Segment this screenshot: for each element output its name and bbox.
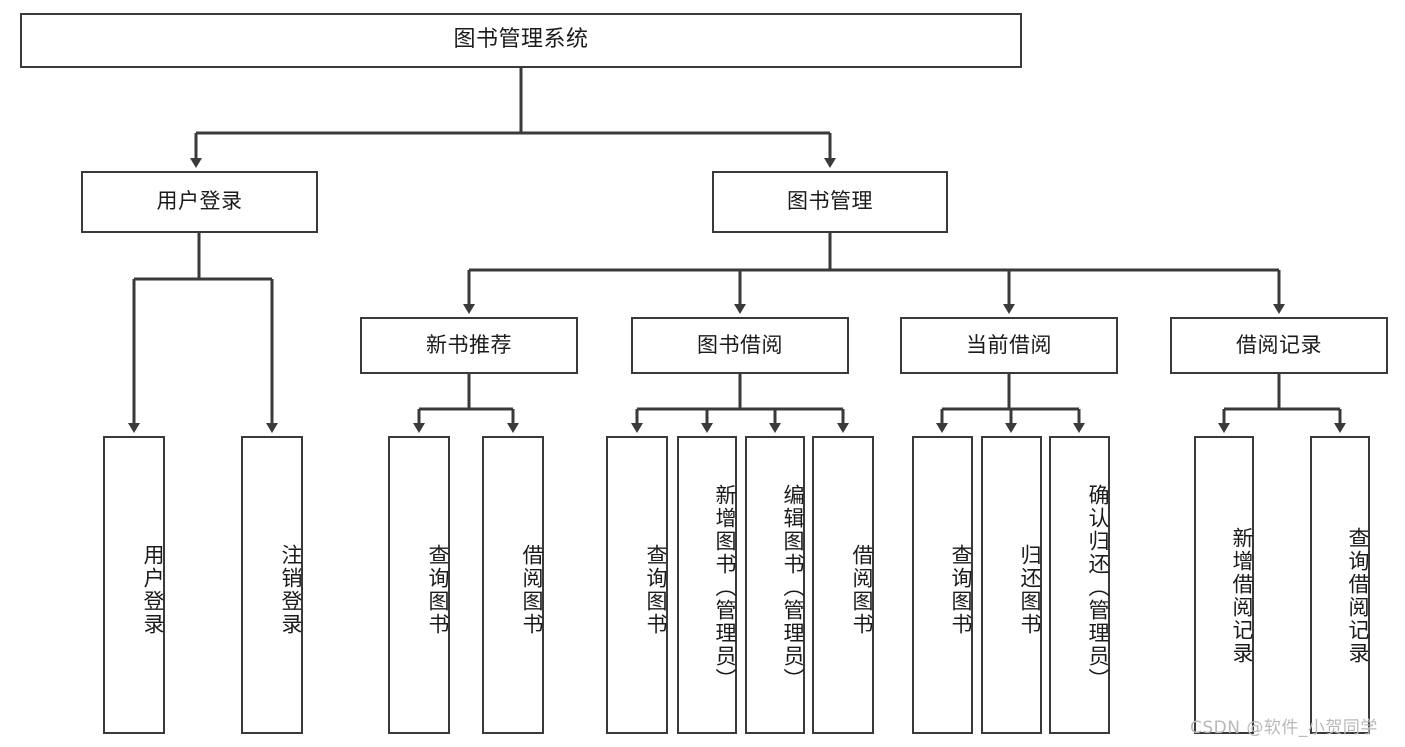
node-current-borrow[interactable]: 当前借阅 [900,317,1118,374]
leaf-logout-login[interactable]: 注销登录 [241,436,303,734]
leaf-confirm-return-admin[interactable]: 确认归还（管理员） [1049,436,1110,734]
leaf-edit-book-admin[interactable]: 编辑图书（管理员） [745,436,805,734]
node-user-login[interactable]: 用户登录 [81,171,318,233]
leaf-user-login[interactable]: 用户登录 [103,436,165,734]
node-book-management[interactable]: 图书管理 [712,171,948,233]
node-book-borrow[interactable]: 图书借阅 [631,317,849,374]
node-borrow-record[interactable]: 借阅记录 [1170,317,1388,374]
leaf-borrow-book[interactable]: 借阅图书 [812,436,874,734]
node-new-book-recommend[interactable]: 新书推荐 [360,317,578,374]
leaf-query-book-current[interactable]: 查询图书 [912,436,973,734]
node-root[interactable]: 图书管理系统 [20,13,1022,68]
leaf-borrow-book-recommend[interactable]: 借阅图书 [482,436,544,734]
leaf-query-book-recommend[interactable]: 查询图书 [388,436,450,734]
leaf-add-borrow-record[interactable]: 新增借阅记录 [1194,436,1254,734]
csdn-watermark: CSDN @软件_小贺同学 [1190,718,1378,738]
leaf-return-book[interactable]: 归还图书 [981,436,1042,734]
leaf-query-book-borrow[interactable]: 查询图书 [606,436,668,734]
leaf-add-book-admin[interactable]: 新增图书（管理员） [677,436,737,734]
leaf-query-borrow-record[interactable]: 查询借阅记录 [1310,436,1370,734]
